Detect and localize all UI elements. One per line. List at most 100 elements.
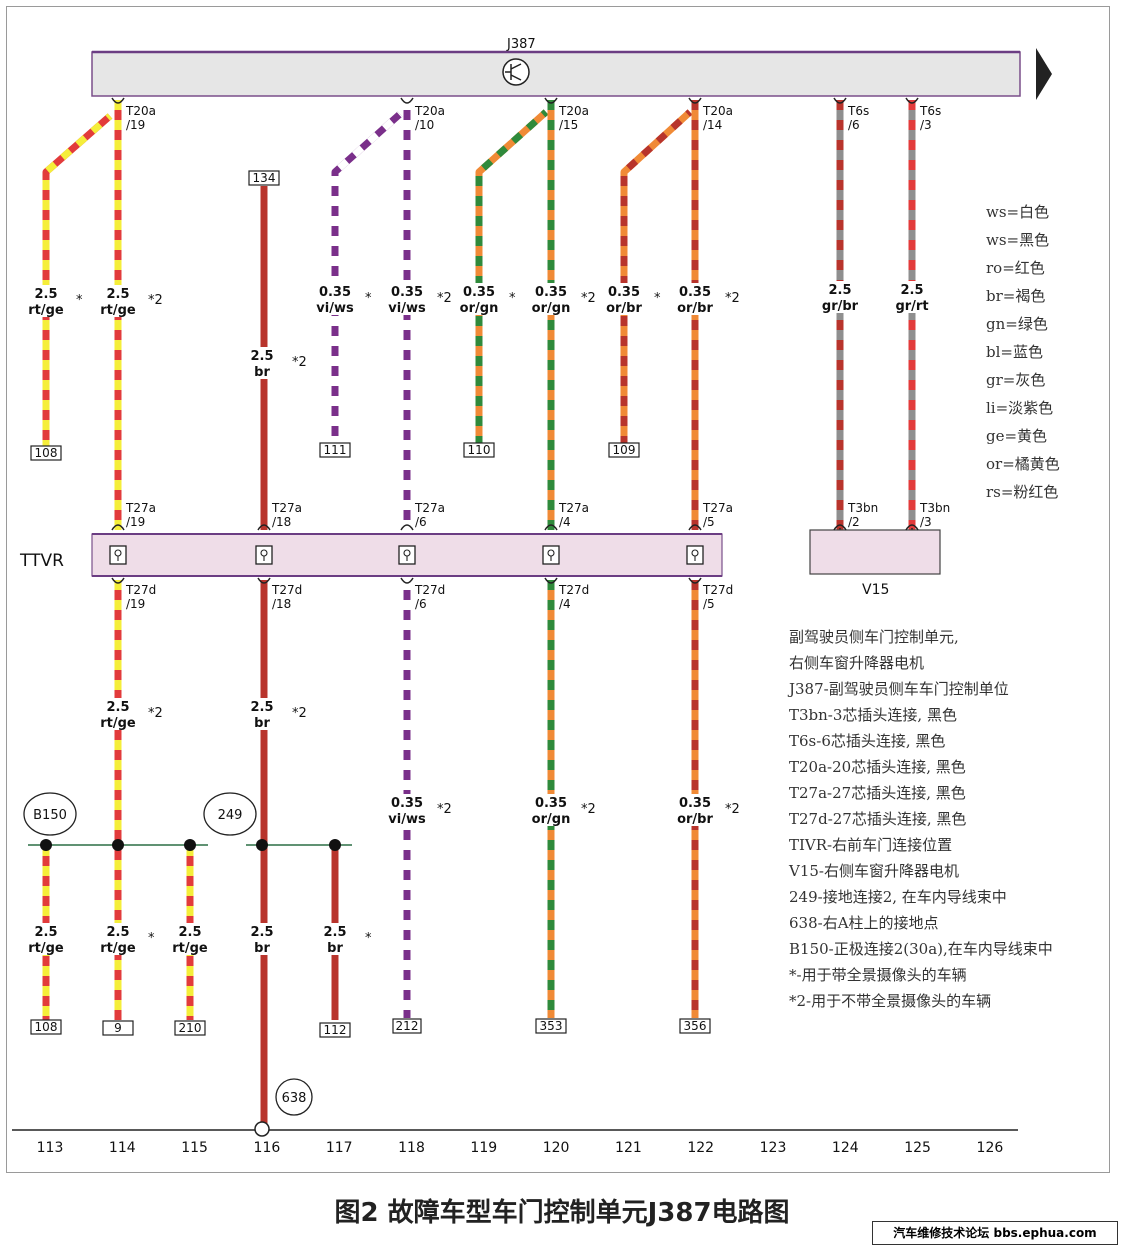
svg-text:2.5: 2.5 (106, 925, 129, 940)
wire-label: 2.5br* (311, 923, 372, 956)
ref-box-110: 110 (463, 442, 495, 458)
wire-label: 2.5br*2 (238, 698, 307, 731)
v15-motor-box: V15 (809, 529, 941, 598)
legend-entry: li=淡紫色 (986, 399, 1054, 417)
pin-mark-mid-top-0 (111, 524, 125, 531)
svg-text:356: 356 (684, 1019, 707, 1033)
svg-text:212: 212 (396, 1019, 419, 1033)
svg-text:249: 249 (218, 808, 243, 823)
svg-text:108: 108 (35, 446, 58, 460)
wire-or-br-109 (620, 109, 693, 446)
note-line: 638-右A柱上的接地点 (789, 914, 939, 932)
legend-entry: rs=粉红色 (986, 483, 1059, 501)
connector-terminal-icon (542, 545, 560, 565)
svg-text:2.5: 2.5 (34, 287, 57, 302)
svg-text:2.5: 2.5 (250, 925, 273, 940)
pin-mark-mid-top-3 (544, 524, 558, 531)
svg-text:*2: *2 (725, 291, 740, 306)
svg-text:0.35: 0.35 (319, 285, 351, 300)
ref-box-134: 134 (248, 170, 280, 186)
ref-box-112: 112 (319, 1022, 351, 1038)
svg-text:108: 108 (35, 1020, 58, 1034)
wire-label: 2.5rt/ge*2 (94, 285, 163, 318)
svg-text:*2: *2 (437, 291, 452, 306)
svg-text:2.5: 2.5 (106, 287, 129, 302)
svg-text:2.5: 2.5 (106, 700, 129, 715)
svg-text:109: 109 (613, 443, 636, 457)
ref-box-9: 9 (102, 1020, 134, 1036)
svg-text:or/br: or/br (677, 812, 713, 827)
j387-module-bar: J387 (91, 37, 1052, 100)
ref-box-210: 210 (174, 1020, 206, 1036)
note-line: T6s-6芯插头连接, 黑色 (789, 732, 946, 750)
svg-text:0.35: 0.35 (679, 285, 711, 300)
wire-label: 2.5gr/br (816, 281, 864, 314)
legend-entry: ge=黄色 (986, 427, 1048, 445)
pin-label-mid-top-1: T27a/18 (271, 501, 302, 529)
diagram-frame (6, 6, 1110, 1173)
note-line: T27a-27芯插头连接, 黑色 (789, 784, 966, 802)
svg-text:or/gn: or/gn (532, 812, 571, 827)
legend-entry: gn=绿色 (986, 315, 1048, 333)
pins-layer: T20a/19T20a/10T20a/15T20a/14T6s/6T6s/3T2… (109, 97, 950, 611)
figure-caption: 图2 故障车型车门控制单元J387电路图 (334, 1198, 790, 1228)
pin-mark-mid-top-5 (833, 524, 847, 531)
pin-label-mid-top-0: T27a/19 (125, 501, 156, 529)
svg-text:210: 210 (179, 1021, 202, 1035)
svg-text:353: 353 (540, 1019, 563, 1033)
legend-entry: or=橘黄色 (986, 455, 1060, 473)
svg-text:vi/ws: vi/ws (388, 812, 426, 827)
pin-label-mid-top-5: T3bn/2 (847, 501, 878, 529)
column-number: 121 (615, 1140, 642, 1156)
node-b150: B150 (23, 792, 77, 836)
svg-text:0.35: 0.35 (608, 285, 640, 300)
svg-text:2.5: 2.5 (900, 283, 923, 298)
column-number: 114 (109, 1140, 136, 1156)
svg-text:*2: *2 (292, 355, 307, 370)
column-number: 118 (398, 1140, 425, 1156)
svg-text:br: br (254, 365, 270, 380)
pin-mark-mid-top-6 (905, 524, 919, 531)
ref-box-108: 108 (30, 445, 62, 461)
note-line: T20a-20芯插头连接, 黑色 (789, 758, 966, 776)
connector-terminal-icon (109, 545, 127, 565)
column-number: 123 (760, 1140, 787, 1156)
pin-label-top-3: T20a/14 (702, 104, 733, 132)
note-line: 副驾驶员侧车门控制单元, (789, 628, 959, 646)
svg-text:0.35: 0.35 (463, 285, 495, 300)
svg-text:rt/ge: rt/ge (100, 941, 136, 956)
wires-layer: M (28, 100, 916, 1124)
wire-label: 2.5rt/ge (22, 923, 70, 956)
pin-mark-top-5 (905, 97, 919, 104)
svg-text:br: br (254, 716, 270, 731)
legend-entry: ws=白色 (986, 203, 1050, 221)
splice-dot (256, 839, 268, 851)
svg-text:*: * (148, 931, 155, 946)
wire-label: 2.5gr/rt (888, 281, 936, 314)
legend-entry: gr=灰色 (986, 371, 1046, 389)
connector-label: TTVR (19, 551, 64, 571)
svg-text:2.5: 2.5 (250, 349, 273, 364)
svg-text:rt/ge: rt/ge (172, 941, 208, 956)
column-number: 122 (687, 1140, 714, 1156)
watermark: 汽车维修技术论坛 bbs.ephua.com (872, 1221, 1118, 1245)
svg-text:9: 9 (114, 1021, 122, 1035)
svg-text:*: * (365, 931, 372, 946)
svg-text:br: br (327, 941, 343, 956)
note-line: B150-正极连接2(30a),在车内导线束中 (789, 940, 1053, 958)
wire-label: 2.5rt/ge (166, 923, 214, 956)
pin-label-mid-bottom-3: T27d/4 (558, 583, 589, 611)
pin-label-mid-bottom-1: T27d/18 (271, 583, 302, 611)
pin-label-top-5: T6s/3 (919, 104, 941, 132)
svg-text:2.5: 2.5 (828, 283, 851, 298)
svg-text:*2: *2 (581, 291, 596, 306)
connector-terminal-icon (255, 545, 273, 565)
wire-label: 2.5br (238, 923, 286, 956)
wire-label: 2.5rt/ge* (22, 285, 83, 318)
svg-text:or/gn: or/gn (532, 301, 571, 316)
